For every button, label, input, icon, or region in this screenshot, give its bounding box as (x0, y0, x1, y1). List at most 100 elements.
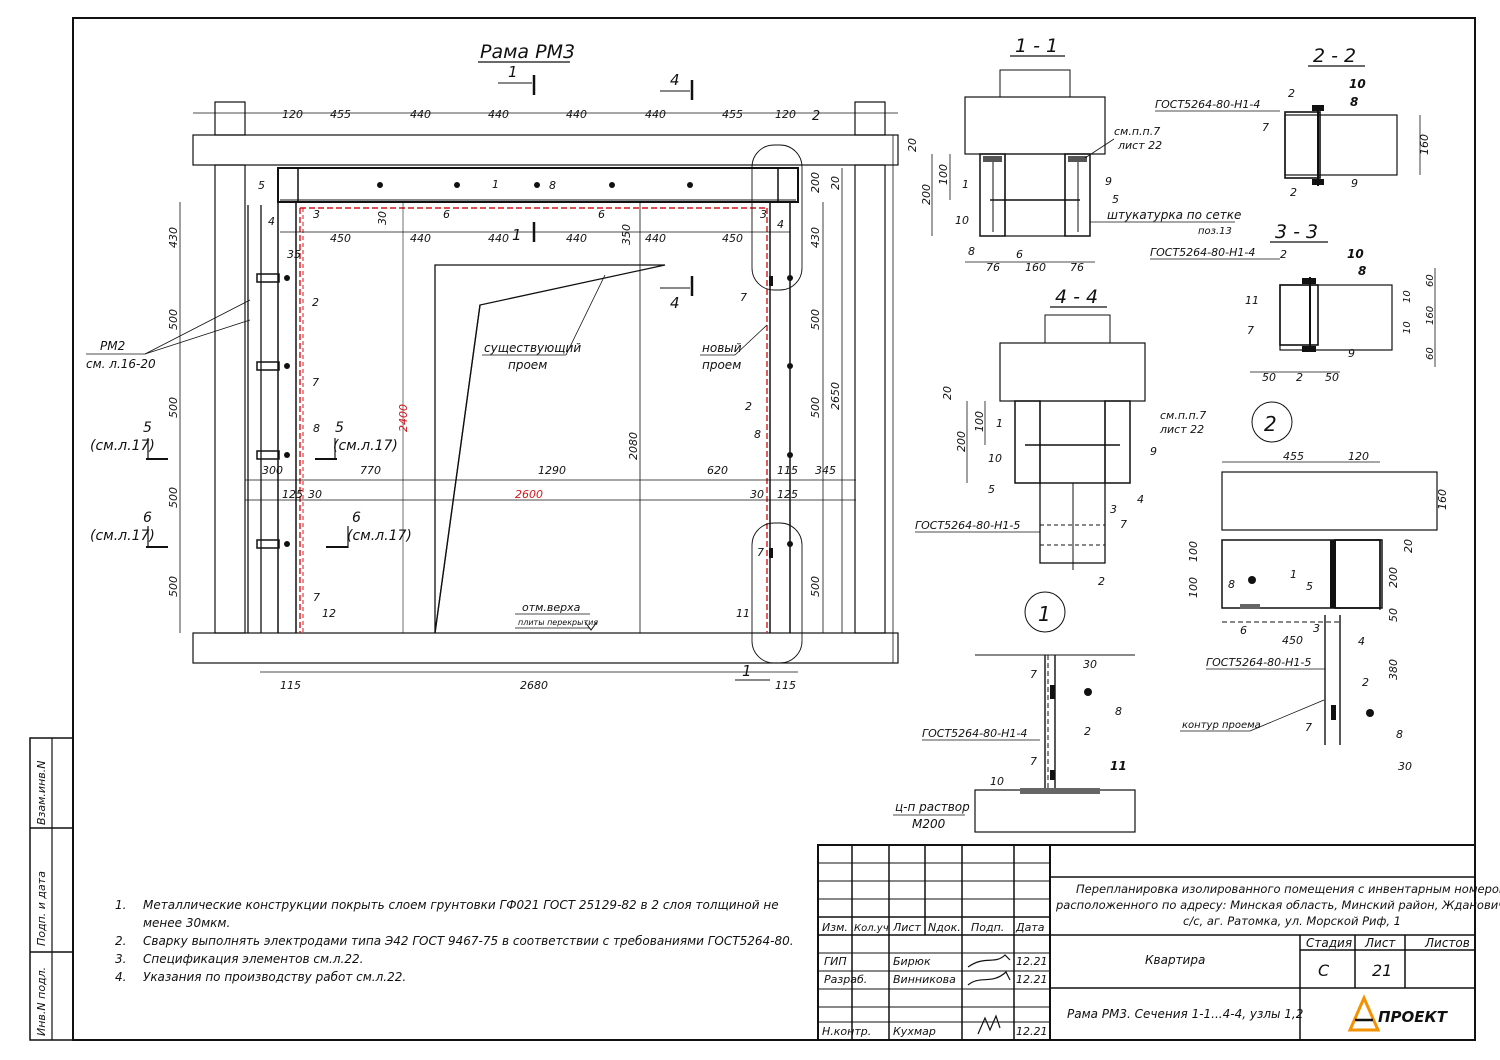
svg-text:см. л.16-20: см. л.16-20 (86, 357, 156, 371)
red-height-2400: 2400 (397, 404, 410, 432)
svg-text:отм.верха: отм.верха (522, 601, 581, 614)
beam-bolts (377, 182, 693, 188)
svg-text:9: 9 (1351, 177, 1358, 190)
svg-text:10: 10 (990, 775, 1004, 788)
svg-text:плиты перекрытия: плиты перекрытия (518, 618, 598, 627)
svg-text:2: 2 (1084, 725, 1091, 738)
svg-text:115: 115 (775, 679, 796, 692)
svg-text:500: 500 (809, 576, 822, 597)
svg-text:160: 160 (1425, 306, 1436, 325)
svg-text:450: 450 (1282, 634, 1303, 647)
svg-text:7: 7 (1030, 755, 1037, 768)
svg-text:100: 100 (1187, 577, 1200, 598)
signature-2 (967, 971, 1011, 986)
svg-text:50: 50 (1325, 371, 1339, 384)
svg-text:Перепланировка изолированного: Перепланировка изолированного помещения … (1076, 882, 1500, 896)
svg-text:1.: 1. (115, 898, 126, 912)
side-stamp: Взам.инв.N Подп. и дата Инв.N подл. (29, 737, 74, 1041)
svg-text:Изм.: Изм. (822, 921, 848, 934)
svg-text:6: 6 (1016, 248, 1023, 261)
svg-text:120: 120 (282, 108, 303, 121)
svg-text:50: 50 (1387, 608, 1400, 622)
svg-text:1: 1 (1290, 568, 1297, 581)
svg-text:7: 7 (757, 546, 764, 559)
node-2: 2 455 120 160 100 100 200 20 50 450 380 … (1180, 401, 1449, 773)
svg-text:1: 1 (492, 178, 499, 191)
svg-text:7: 7 (1030, 668, 1037, 681)
svg-text:4: 4 (1358, 635, 1365, 648)
svg-text:6: 6 (598, 208, 605, 221)
svg-text:Квартира: Квартира (1145, 953, 1205, 967)
svg-text:300: 300 (262, 464, 283, 477)
stamp-sign-date: Подп. и дата (35, 871, 48, 946)
svg-text:(см.л.17): (см.л.17) (333, 438, 398, 454)
svg-text:8: 8 (1228, 578, 1235, 591)
svg-text:8: 8 (1115, 705, 1122, 718)
svg-text:12.21: 12.21 (1016, 973, 1048, 986)
svg-text:Бирюк: Бирюк (893, 955, 931, 968)
svg-text:6: 6 (1240, 624, 1247, 637)
svg-text:160: 160 (1025, 261, 1046, 274)
svg-text:7: 7 (1305, 721, 1312, 734)
svg-text:455: 455 (722, 108, 743, 121)
svg-text:500: 500 (167, 576, 180, 597)
svg-text:4: 4 (670, 294, 680, 312)
label-existing: существующий (484, 341, 581, 355)
svg-text:115: 115 (777, 464, 798, 477)
svg-text:430: 430 (809, 227, 822, 248)
svg-text:7: 7 (1247, 324, 1254, 337)
svg-text:1: 1 (962, 178, 969, 191)
svg-text:Указания по производству работ: Указания по производству работ см.л.22. (143, 970, 406, 984)
svg-text:120: 120 (775, 108, 796, 121)
svg-text:7: 7 (740, 291, 747, 304)
left-wall (214, 164, 246, 634)
svg-text:10: 10 (955, 214, 969, 227)
svg-text:3 - 3: 3 - 3 (1275, 221, 1318, 243)
svg-text:5: 5 (988, 483, 995, 496)
svg-text:проем: проем (508, 358, 547, 372)
svg-text:Кол.уч: Кол.уч (854, 923, 889, 934)
svg-text:500: 500 (167, 397, 180, 418)
new-opening-outline (299, 207, 768, 633)
svg-text:450: 450 (330, 232, 351, 245)
svg-text:3: 3 (1110, 503, 1117, 516)
svg-text:5: 5 (1306, 580, 1313, 593)
svg-text:М200: М200 (912, 817, 946, 831)
svg-text:Листов: Листов (1424, 936, 1470, 950)
svg-text:8: 8 (1350, 95, 1358, 109)
bottom-wall (192, 632, 899, 664)
svg-text:менее 30мкм.: менее 30мкм. (143, 916, 230, 930)
svg-text:Сварку выполнять электродами т: Сварку выполнять электродами типа Э42 ГО… (143, 934, 794, 948)
svg-text:1: 1 (1038, 602, 1051, 626)
svg-text:200: 200 (955, 431, 968, 452)
svg-text:120: 120 (1348, 450, 1369, 463)
stamp-orig-inv: Инв.N подл. (35, 967, 48, 1036)
sheet-frame (72, 17, 1476, 1041)
svg-text:2: 2 (1264, 412, 1277, 436)
svg-text:2680: 2680 (520, 679, 548, 692)
svg-text:1: 1 (742, 662, 752, 680)
svg-text:500: 500 (809, 309, 822, 330)
svg-text:100: 100 (973, 411, 986, 432)
svg-text:4.: 4. (115, 970, 126, 984)
svg-text:1290: 1290 (538, 464, 566, 477)
svg-text:76: 76 (986, 261, 1000, 274)
notes: 1. Металлические конструкции покрыть сло… (115, 898, 794, 984)
svg-text:345: 345 (815, 464, 836, 477)
svg-text:440: 440 (410, 232, 431, 245)
svg-text:6: 6 (443, 208, 450, 221)
svg-text:Н.контр.: Н.контр. (822, 1025, 871, 1038)
svg-text:20: 20 (941, 386, 954, 400)
svg-text:455: 455 (330, 108, 351, 121)
svg-text:С: С (1318, 961, 1330, 980)
svg-text:200: 200 (809, 172, 822, 193)
svg-text:440: 440 (566, 108, 587, 121)
svg-text:500: 500 (167, 487, 180, 508)
svg-text:770: 770 (360, 464, 381, 477)
svg-text:10: 10 (1402, 290, 1413, 303)
svg-text:20: 20 (906, 138, 919, 152)
top-wall (192, 134, 899, 166)
right-wall (854, 164, 886, 634)
section-3-3: 3 - 3 ГОСТ5264-80-Н1-4 60 10 160 10 60 5… (1150, 221, 1436, 384)
svg-text:Стадия: Стадия (1306, 936, 1352, 950)
